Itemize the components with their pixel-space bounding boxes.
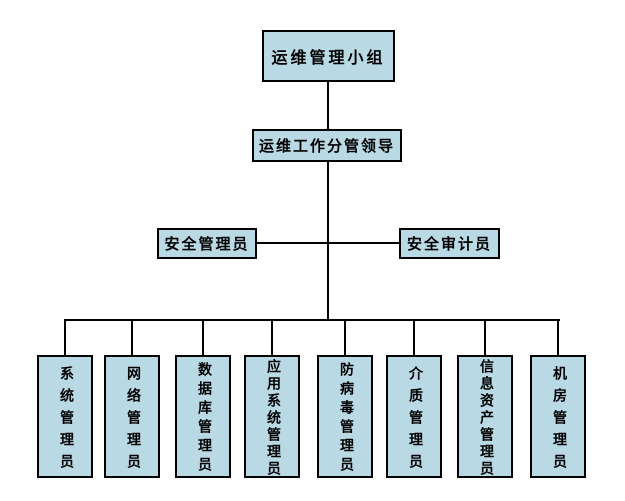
node-label-ops-work-deputy-leader: 运维工作分管领导 bbox=[258, 139, 395, 155]
connector-security-admin-auditor bbox=[257, 242, 399, 244]
node-app-system-admin: 应用系统管理员 bbox=[244, 355, 300, 478]
connector-root-to-deputy bbox=[327, 82, 329, 129]
node-label-ops-management-team: 运维管理小组 bbox=[271, 50, 386, 67]
connector-drop-media-admin bbox=[413, 321, 415, 355]
node-label-info-asset-admin: 信息资产管理员 bbox=[478, 358, 493, 478]
node-label-server-room-admin: 机房管理员 bbox=[551, 365, 566, 476]
connector-drop-server-room-admin bbox=[557, 321, 559, 355]
connector-drop-info-asset-admin bbox=[484, 321, 486, 355]
node-media-admin: 介质管理员 bbox=[386, 355, 442, 478]
node-label-system-admin: 系统管理员 bbox=[58, 365, 73, 476]
connector-drop-database-admin bbox=[202, 321, 204, 355]
node-security-auditor: 安全审计员 bbox=[399, 228, 500, 259]
node-ops-management-team: 运维管理小组 bbox=[262, 30, 395, 82]
node-label-security-administrator: 安全管理员 bbox=[164, 237, 250, 253]
node-label-security-auditor: 安全审计员 bbox=[406, 237, 492, 253]
node-info-asset-admin: 信息资产管理员 bbox=[457, 355, 513, 478]
node-label-app-system-admin: 应用系统管理员 bbox=[265, 358, 280, 478]
node-antivirus-admin: 防病毒管理员 bbox=[317, 355, 373, 478]
node-security-administrator: 安全管理员 bbox=[157, 228, 257, 259]
connector-drop-app-system-admin bbox=[271, 321, 273, 355]
node-database-admin: 数据库管理员 bbox=[175, 355, 231, 478]
node-system-admin: 系统管理员 bbox=[37, 355, 93, 478]
connector-drop-antivirus-admin bbox=[344, 321, 346, 355]
connector-horizontal-bus bbox=[64, 319, 560, 321]
node-network-admin: 网络管理员 bbox=[104, 355, 160, 478]
node-ops-work-deputy-leader: 运维工作分管领导 bbox=[252, 129, 402, 162]
node-server-room-admin: 机房管理员 bbox=[530, 355, 586, 478]
node-label-media-admin: 介质管理员 bbox=[407, 365, 422, 476]
node-label-network-admin: 网络管理员 bbox=[125, 365, 140, 476]
node-label-antivirus-admin: 防病毒管理员 bbox=[338, 362, 353, 476]
connector-drop-system-admin bbox=[64, 321, 66, 355]
connector-deputy-to-bus bbox=[327, 162, 329, 321]
connector-drop-network-admin bbox=[131, 321, 133, 355]
node-label-database-admin: 数据库管理员 bbox=[196, 362, 211, 476]
